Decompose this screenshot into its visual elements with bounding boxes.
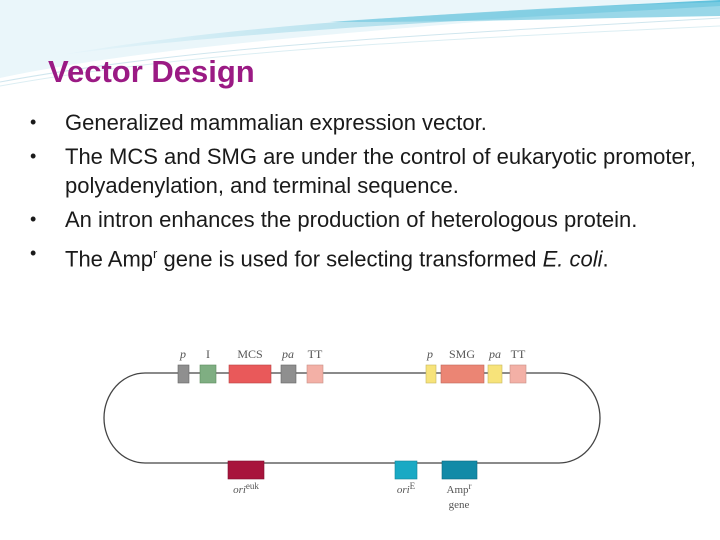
label-polya-2: pa (488, 347, 501, 361)
bullet-superscript: r (153, 246, 158, 261)
bullet-dot-icon: • (30, 146, 37, 166)
label-ori-euk: orieuk (233, 481, 259, 496)
bullet-italic-organism: E. coli (542, 246, 603, 272)
bullet-text: The MCS and SMG are under the control of… (65, 144, 696, 198)
ori-euk-box (227, 460, 265, 480)
bullet-dot-icon: • (30, 112, 37, 132)
polya-2-box (487, 364, 503, 384)
label-amp: Ampr (447, 481, 472, 496)
smg-box (440, 364, 485, 384)
label-smg: SMG (449, 347, 475, 361)
bullet-item: • An intron enhances the production of h… (30, 205, 720, 234)
label-amp-gene: gene (449, 499, 470, 511)
bullet-item: • The MCS and SMG are under the control … (30, 142, 720, 200)
polya-1-box (280, 364, 297, 384)
label-amp-main: Amp (447, 484, 470, 496)
bullet-text-mid: gene is used for selecting transformed (157, 246, 543, 272)
label-terminal-1: TT (308, 347, 323, 361)
label-ori-e: oriE (397, 481, 416, 496)
label-promoter-2: p (426, 347, 433, 361)
ori-e-box (394, 460, 418, 480)
bullet-text: An intron enhances the production of het… (65, 207, 638, 232)
promoter-1-box (177, 364, 190, 384)
slide-title: Vector Design (48, 54, 255, 89)
label-ori-euk-sup: euk (246, 481, 259, 491)
label-intron: I (206, 347, 210, 361)
bullet-text-post: . (602, 246, 609, 272)
label-ori-euk-main: ori (233, 484, 246, 496)
intron-box (199, 364, 217, 384)
promoter-2-box (425, 364, 437, 384)
label-polya-1: pa (281, 347, 294, 361)
terminal-1-box (306, 364, 324, 384)
header-swoosh-decoration (0, 0, 720, 87)
label-ori-e-main: ori (397, 484, 410, 496)
label-amp-sup: r (469, 481, 472, 491)
label-promoter-1: p (179, 347, 186, 361)
amp-resistance-box (441, 460, 478, 480)
bullet-text: Generalized mammalian expression vector. (65, 110, 487, 135)
vector-backbone (103, 372, 601, 464)
mcs-box (228, 364, 272, 384)
bullet-dot-icon: • (30, 209, 37, 229)
label-mcs: MCS (237, 347, 262, 361)
terminal-2-box (509, 364, 527, 384)
bullet-item: • The Ampr gene is used for selecting tr… (30, 239, 720, 273)
bullet-dot-icon: • (30, 243, 37, 263)
bullet-text-pre: The Amp (65, 246, 154, 272)
expression-vector-diagram: p I MCS pa TT p SMG pa TT orieuk oriE Am… (103, 347, 601, 511)
label-terminal-2: TT (511, 347, 526, 361)
bullet-item: • Generalized mammalian expression vecto… (30, 108, 720, 137)
bullet-list: • Generalized mammalian expression vecto… (30, 108, 720, 278)
label-ori-e-sup: E (410, 481, 416, 491)
